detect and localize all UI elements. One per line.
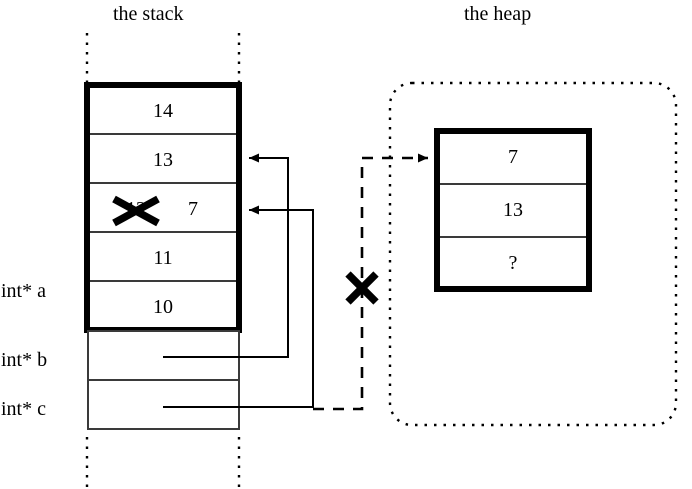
- heap-cell-13: 13: [503, 199, 523, 221]
- heap-cell-7: 7: [508, 146, 518, 168]
- heap-cell-unknown: ?: [508, 252, 518, 274]
- heap-block-box: [434, 128, 592, 292]
- invalidated-pointer-x-icon: [345, 271, 379, 305]
- stack-cell-14: 14: [153, 100, 173, 122]
- stack-cell-12-old-value: 12: [126, 198, 146, 220]
- stack-cell-10: 10: [153, 296, 173, 318]
- stack-guide-dotted-bottom: [85, 437, 241, 489]
- pointer-c-heap-dashed-arrow: [313, 153, 428, 411]
- struck-value-x-icon: [112, 195, 160, 227]
- stack-frame-box: [84, 82, 242, 333]
- heap-title: the heap: [464, 3, 532, 25]
- var-c-label: int* c: [1, 398, 46, 420]
- var-b-label: int* b: [1, 349, 48, 371]
- stack-guide-dotted-top: [85, 33, 241, 85]
- pointer-b-arrow: [163, 153, 289, 358]
- stack-cell-13: 13: [153, 149, 173, 171]
- stack-cell-11: 11: [153, 247, 173, 269]
- pointer-c-old-arrow: [163, 205, 314, 408]
- var-a-label: int* a: [1, 280, 46, 302]
- stack-cell-12-new-value: 7: [188, 198, 198, 220]
- stack-variable-cells: [87, 330, 240, 430]
- stack-title: the stack: [113, 3, 184, 25]
